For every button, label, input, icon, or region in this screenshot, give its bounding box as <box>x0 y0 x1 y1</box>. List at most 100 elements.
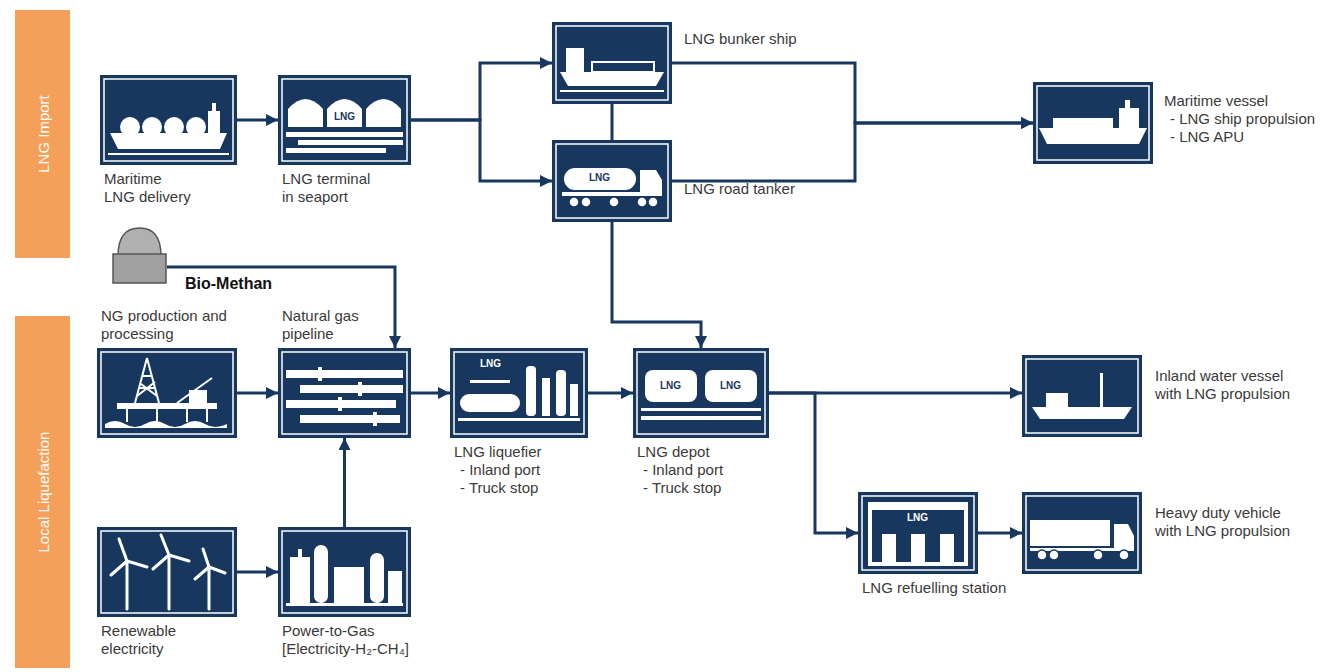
maritime-vessel-icon-part <box>1033 82 1153 164</box>
power-to-gas-icon-part <box>334 567 364 603</box>
lng-terminal-icon-part <box>282 79 407 161</box>
bunker-ship-icon-part <box>560 90 664 92</box>
bunker-ship-icon-part <box>552 22 672 104</box>
label-text: - Inland port <box>454 461 542 479</box>
bunker-ship-icon-part <box>560 72 664 86</box>
label-text: - LNG APU <box>1164 128 1315 146</box>
liquefier-icon-part <box>542 378 550 416</box>
process-icon: Power-to-Gas[Electricity-H₂-CH₄] <box>278 527 411 617</box>
depot-icon-part <box>705 370 757 402</box>
flow-arrow <box>588 392 633 395</box>
power-to-gas-icon-part <box>282 531 407 613</box>
truck-icon-part <box>1037 550 1047 560</box>
bio-methane-tank-part <box>118 228 161 256</box>
wind-turbines-icon <box>97 527 237 617</box>
icon-marking: LNG <box>480 358 501 370</box>
node-label: LNG road tanker <box>684 180 795 198</box>
label-text: LNG refuelling station <box>862 579 1006 597</box>
lng-terminal-icon-part <box>327 99 362 127</box>
wind-turbines-icon-part <box>101 531 233 613</box>
node-label: Natural gas pipeline <box>282 307 374 343</box>
power-to-gas-icon-part <box>314 545 328 603</box>
label-text: Inland water vessel with LNG propulsion <box>1155 367 1300 403</box>
offshore-rig-icon-part <box>105 421 227 428</box>
node-label: NG production and processing <box>101 307 233 343</box>
flow-arrow <box>237 119 278 122</box>
depot-icon-part <box>645 370 697 402</box>
label-text: Maritime vessel <box>1164 92 1315 110</box>
node-label: Heavy duty vehicle with LNG propulsion <box>1155 504 1300 540</box>
flow-arrow <box>672 123 1033 181</box>
truck-icon-part <box>1119 550 1129 560</box>
road-tanker-icon-part <box>609 197 619 207</box>
lng-carrier-icon-part <box>108 153 229 155</box>
process-icon: LNG bunker ship <box>552 22 672 104</box>
road-tanker-icon-part <box>564 168 636 190</box>
flow-arrow <box>237 392 278 395</box>
flow-arrow <box>343 438 346 527</box>
maritime-vessel-icon <box>1033 82 1153 164</box>
refuelling-station-icon-part <box>858 492 978 574</box>
process-icon: Natural gas pipeline <box>278 348 411 438</box>
offshore-rig-icon <box>97 348 237 438</box>
depot-icon-part <box>633 348 769 438</box>
pipeline-icon-part <box>300 415 400 423</box>
refuelling-station-icon-part <box>940 534 954 562</box>
label-text: Maritime LNG delivery <box>104 170 196 206</box>
flow-arrow <box>411 120 552 181</box>
maritime-vessel-icon-part <box>1053 118 1113 128</box>
bunker-ship-icon-part <box>592 62 654 72</box>
node-label: Maritime vessel- LNG ship propulsion- LN… <box>1164 92 1315 146</box>
bio-methane-tank-part <box>113 254 166 283</box>
road-tanker-icon <box>552 140 672 222</box>
lng-terminal-icon-part <box>288 99 323 127</box>
truck-icon-part <box>1049 550 1059 560</box>
power-to-gas-icon-part <box>298 549 302 557</box>
node-label: Inland water vessel with LNG propulsion <box>1155 367 1300 403</box>
label-text: [Electricity-H₂-CH₄] <box>282 640 409 658</box>
section-title: LNG Import <box>34 95 51 173</box>
label-text: Bio-Methan <box>185 274 272 293</box>
power-to-gas-icon <box>278 527 411 617</box>
lng-terminal-icon-part <box>366 99 401 127</box>
bunker-ship-icon <box>552 22 672 104</box>
wind-turbines-icon-part <box>111 535 225 609</box>
wind-turbines-icon-part-part <box>195 549 225 609</box>
power-to-gas-icon-part <box>388 571 402 603</box>
refuelling-station-icon-part <box>868 510 872 566</box>
node-label: LNG bunker ship <box>684 30 797 48</box>
label-text: LNG bunker ship <box>684 30 797 48</box>
label-text: Heavy duty vehicle with LNG propulsion <box>1155 504 1300 540</box>
process-icon: Inland water vessel with LNG propulsion <box>1022 355 1142 437</box>
truck-icon-part <box>1030 520 1110 546</box>
power-to-gas-icon-part <box>278 527 411 617</box>
flow-arrow <box>411 392 450 395</box>
offshore-rig-icon-part <box>189 390 207 403</box>
icon-marking: LNG <box>660 380 681 392</box>
label-text: - Truck stop <box>637 479 723 497</box>
process-icon: LNGLNG refuelling station <box>858 492 978 574</box>
maritime-vessel-icon-part <box>1039 128 1147 144</box>
pipeline-icon-part <box>300 385 403 393</box>
depot-icon-part <box>641 408 761 411</box>
node-label: Bio-Methan <box>185 274 272 293</box>
refuelling-station-icon-part <box>868 502 968 510</box>
inland-vessel-icon-part <box>1032 407 1132 419</box>
pipeline-icon <box>278 348 411 438</box>
power-to-gas-icon-part <box>290 557 310 603</box>
label-text: Natural gas pipeline <box>282 307 374 343</box>
lng-terminal-icon-part <box>286 148 386 153</box>
storage-tank: Bio-Methan <box>112 226 167 284</box>
pipeline-icon-part <box>278 348 411 438</box>
label-text: LNG liquefier <box>454 443 542 461</box>
wind-turbines-icon-part <box>97 527 237 617</box>
road-tanker-icon-part <box>637 197 647 207</box>
process-icon: LNGLNG road tanker <box>552 140 672 222</box>
maritime-vessel-icon-part <box>1119 108 1139 128</box>
process-icon: Maritime LNG delivery <box>100 75 237 165</box>
power-to-gas-icon-part <box>370 553 384 603</box>
lng-carrier-icon <box>100 75 237 165</box>
